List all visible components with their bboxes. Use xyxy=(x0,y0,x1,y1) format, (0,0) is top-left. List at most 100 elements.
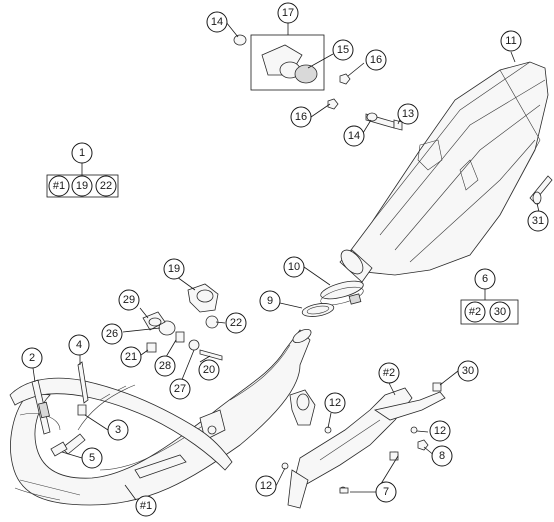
callout-27: 27 xyxy=(169,378,191,400)
svg-text:19: 19 xyxy=(76,180,88,192)
callout-30: 30 xyxy=(457,360,479,382)
sensor-part xyxy=(61,384,136,455)
svg-text:1: 1 xyxy=(79,147,85,159)
kit-1-item-22: 22 xyxy=(95,175,117,197)
svg-text:12: 12 xyxy=(434,425,446,437)
callout-hash2: #2 xyxy=(378,362,400,384)
callout-17: 17 xyxy=(277,2,299,24)
callout-hash1: #1 xyxy=(135,495,157,517)
clip-part xyxy=(529,175,553,205)
strap-part xyxy=(77,361,89,416)
callout-12-c: 12 xyxy=(255,475,277,497)
nut-16-parts xyxy=(327,73,351,110)
svg-text:16: 16 xyxy=(370,54,382,66)
svg-text:12: 12 xyxy=(329,397,341,409)
nut-part xyxy=(417,439,429,451)
callout-10: 10 xyxy=(283,256,305,278)
svg-text:29: 29 xyxy=(123,294,135,306)
svg-text:9: 9 xyxy=(267,295,273,307)
kit-17-box xyxy=(250,34,325,91)
svg-text:#2: #2 xyxy=(469,306,481,318)
svg-text:3: 3 xyxy=(115,424,121,436)
kit-6-box xyxy=(460,299,519,325)
washer-27-part xyxy=(188,339,200,351)
plug-part xyxy=(50,441,68,457)
callout-13: 13 xyxy=(397,103,419,125)
grommet-29-part xyxy=(142,311,166,331)
rubber-mount-part xyxy=(261,44,318,84)
svg-text:#1: #1 xyxy=(53,180,65,192)
callout-31: 31 xyxy=(527,210,549,232)
svg-text:12: 12 xyxy=(260,480,272,492)
svg-text:16: 16 xyxy=(295,111,307,123)
kit-6-item-30: 30 xyxy=(489,301,511,323)
callout-5: 5 xyxy=(81,447,103,469)
sensor-rod-part xyxy=(31,379,51,435)
svg-text:7: 7 xyxy=(383,486,389,498)
callout-1: 1 xyxy=(71,142,93,164)
callout-15: 15 xyxy=(332,39,354,61)
gasket-part xyxy=(301,303,335,317)
kit-1-item-hash1: #1 xyxy=(48,175,70,197)
callout-12-b: 12 xyxy=(429,420,451,442)
svg-text:26: 26 xyxy=(106,328,118,340)
callout-16-b: 16 xyxy=(290,106,312,128)
svg-text:31: 31 xyxy=(532,215,544,227)
spacer-21-part xyxy=(146,342,157,353)
sleeve-28-part xyxy=(175,331,185,343)
callout-3: 3 xyxy=(107,419,129,441)
bolt-30-part xyxy=(432,382,442,392)
callout-26: 26 xyxy=(101,323,123,345)
kit-1-item-19: 19 xyxy=(71,175,93,197)
callout-21: 21 xyxy=(120,346,142,368)
callout-8: 8 xyxy=(431,445,453,467)
clamp-part xyxy=(320,280,364,306)
svg-text:10: 10 xyxy=(288,261,300,273)
bolt-20-part xyxy=(199,349,223,361)
svg-text:11: 11 xyxy=(505,35,516,47)
callout-29: 29 xyxy=(118,289,140,311)
svg-text:#2: #2 xyxy=(383,367,395,379)
callout-4: 4 xyxy=(68,334,90,356)
svg-text:19: 19 xyxy=(168,263,180,275)
callout-28: 28 xyxy=(154,355,176,377)
svg-text:17: 17 xyxy=(282,7,294,19)
svg-text:5: 5 xyxy=(89,452,95,464)
svg-text:15: 15 xyxy=(337,44,349,56)
callout-19: 19 xyxy=(163,258,185,280)
svg-text:4: 4 xyxy=(76,339,82,351)
kit-6-item-hash2: #2 xyxy=(464,301,486,323)
header-pipe-part xyxy=(10,328,312,506)
callout-14-b: 14 xyxy=(343,125,365,147)
silencer-part xyxy=(339,61,549,283)
callout-9: 9 xyxy=(259,290,281,312)
svg-text:30: 30 xyxy=(494,306,506,318)
svg-text:27: 27 xyxy=(174,383,186,395)
svg-text:14: 14 xyxy=(348,130,360,142)
svg-text:22: 22 xyxy=(230,317,242,329)
callout-6: 6 xyxy=(474,268,496,290)
callout-16-a: 16 xyxy=(365,49,387,71)
clamp-bracket-19-part xyxy=(187,283,219,313)
washer-14-part xyxy=(233,34,378,122)
svg-text:20: 20 xyxy=(203,364,215,376)
callout-22: 22 xyxy=(225,312,247,334)
callout-7: 7 xyxy=(375,481,397,503)
svg-text:13: 13 xyxy=(402,108,414,120)
callout-11: 11 xyxy=(500,30,522,52)
svg-text:#1: #1 xyxy=(140,500,152,512)
svg-text:22: 22 xyxy=(100,180,112,192)
callout-2: 2 xyxy=(21,347,43,369)
svg-text:14: 14 xyxy=(211,16,223,28)
mount-bracket-part xyxy=(289,389,316,426)
svg-text:28: 28 xyxy=(159,360,171,372)
callout-20: 20 xyxy=(198,359,220,381)
kit-1-box xyxy=(46,174,119,198)
callout-12-a: 12 xyxy=(324,392,346,414)
svg-text:8: 8 xyxy=(439,450,445,462)
svg-text:6: 6 xyxy=(482,273,488,285)
callout-14-a: 14 xyxy=(206,11,228,33)
svg-text:30: 30 xyxy=(462,365,474,377)
svg-text:2: 2 xyxy=(29,352,35,364)
